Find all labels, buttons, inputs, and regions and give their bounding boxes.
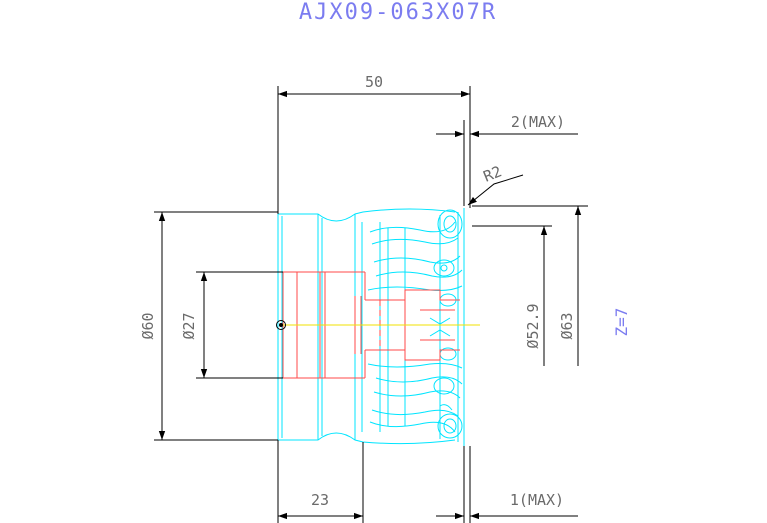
drawing-title: AJX09-063X07R bbox=[299, 0, 497, 25]
dim-face-runout: 1(MAX) bbox=[510, 491, 564, 509]
dim-insert-protrusion: 2(MAX) bbox=[511, 113, 565, 131]
centerline bbox=[276, 320, 480, 330]
dimension-lines bbox=[154, 86, 588, 523]
dim-body-diameter: Ø60 bbox=[139, 312, 157, 339]
dim-bore-depth: 23 bbox=[311, 491, 329, 509]
teeth-count: Z=7 bbox=[612, 308, 631, 337]
dim-inner-cutting-diameter: Ø52.9 bbox=[524, 303, 542, 348]
dim-cutting-diameter: Ø63 bbox=[558, 312, 576, 339]
dim-overall-length: 50 bbox=[365, 73, 383, 91]
dim-bore-diameter: Ø27 bbox=[180, 312, 198, 339]
cutter-body-outline bbox=[277, 208, 465, 446]
dim-corner-radius: R2 bbox=[481, 162, 504, 185]
